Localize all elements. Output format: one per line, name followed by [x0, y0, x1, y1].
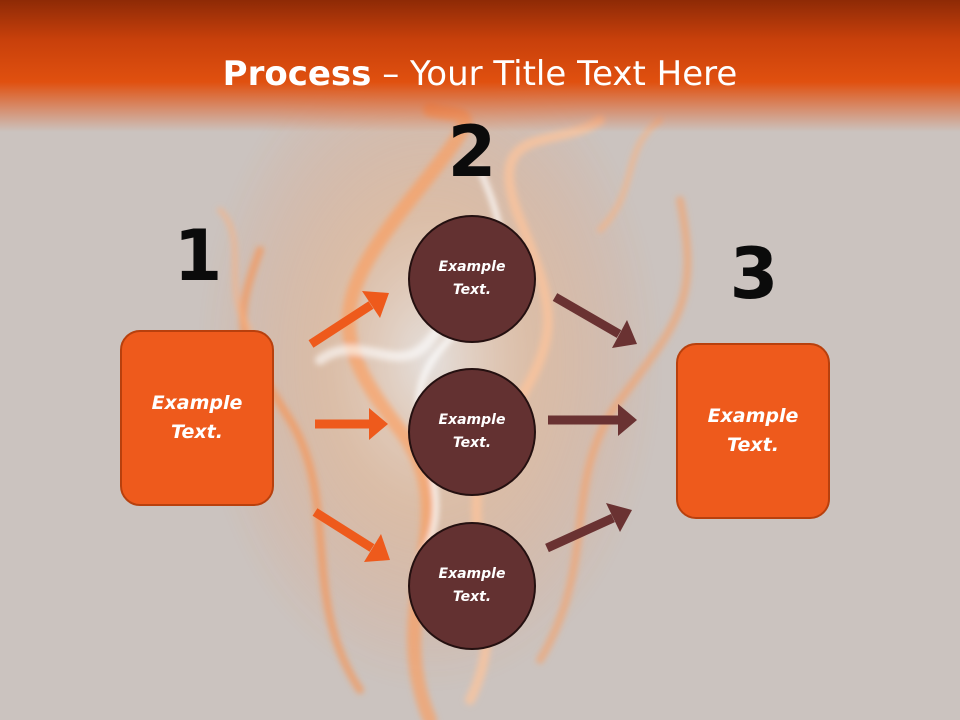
title-bold: Process	[222, 54, 372, 94]
arrow-source-to-bottom	[312, 508, 390, 562]
source-box: Example Text.	[120, 330, 274, 506]
title-rest: Your Title Text Here	[410, 54, 738, 94]
arrow-bottom-to-target	[545, 503, 632, 553]
arrow-top-to-target	[552, 293, 637, 348]
target-box: Example Text.	[676, 343, 830, 519]
title-dash: –	[371, 54, 411, 94]
title-bar	[0, 0, 960, 132]
arrow-source-to-middle	[315, 408, 388, 440]
arrow-source-to-top	[308, 291, 389, 348]
arrow-middle-to-target	[548, 404, 637, 436]
target-box-label: Example Text.	[707, 405, 799, 456]
circle-bottom-label: Example Text.	[438, 566, 506, 605]
step-number-1: 1	[173, 215, 223, 297]
source-box-label: Example Text.	[151, 392, 243, 443]
step-number-2: 2	[447, 111, 497, 193]
circle-bottom: Example Text.	[408, 522, 536, 650]
circle-top-label: Example Text.	[438, 259, 506, 298]
page-title: Process – Your Title Text Here	[0, 52, 960, 96]
step-number-3: 3	[729, 233, 779, 315]
circle-top: Example Text.	[408, 215, 536, 343]
circle-middle-label: Example Text.	[438, 412, 506, 451]
circle-middle: Example Text.	[408, 368, 536, 496]
